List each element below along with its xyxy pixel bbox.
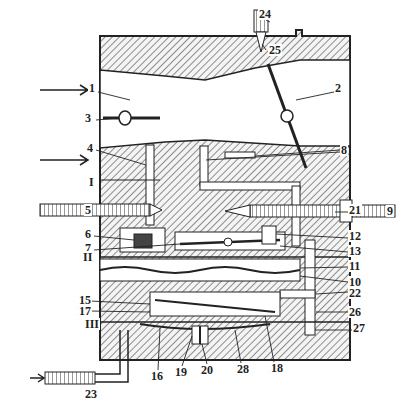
callout-number: 17: [78, 305, 92, 317]
callout-number: 21: [348, 204, 362, 216]
callout-number: 12: [348, 230, 362, 242]
callout-number: 8: [340, 144, 348, 156]
callout-number: II: [82, 251, 93, 263]
callout-number: 28: [236, 363, 250, 375]
callout-number: 13: [348, 245, 362, 257]
callout-number: III: [84, 318, 100, 330]
callout-number: 24: [258, 8, 272, 20]
callout-number: 2: [334, 82, 342, 94]
callout-number: 18: [270, 362, 284, 374]
callout-number: 16: [150, 370, 164, 382]
callout-number: 25: [268, 44, 282, 56]
callout-number: 6: [84, 228, 92, 240]
callout-number: 19: [174, 366, 188, 378]
callout-number: 5: [84, 204, 92, 216]
callout-number: 4: [86, 142, 94, 154]
callout-number: 9: [386, 205, 394, 217]
callout-number: 3: [84, 112, 92, 124]
callout-number: 23: [84, 388, 98, 400]
callout-number: 22: [348, 287, 362, 299]
callout-number: 20: [200, 364, 214, 376]
callout-number: I: [88, 176, 95, 188]
callout-number: 1: [88, 82, 96, 94]
callout-number: 26: [348, 306, 362, 318]
callout-number: 27: [352, 322, 366, 334]
callout-number: 11: [348, 260, 361, 272]
